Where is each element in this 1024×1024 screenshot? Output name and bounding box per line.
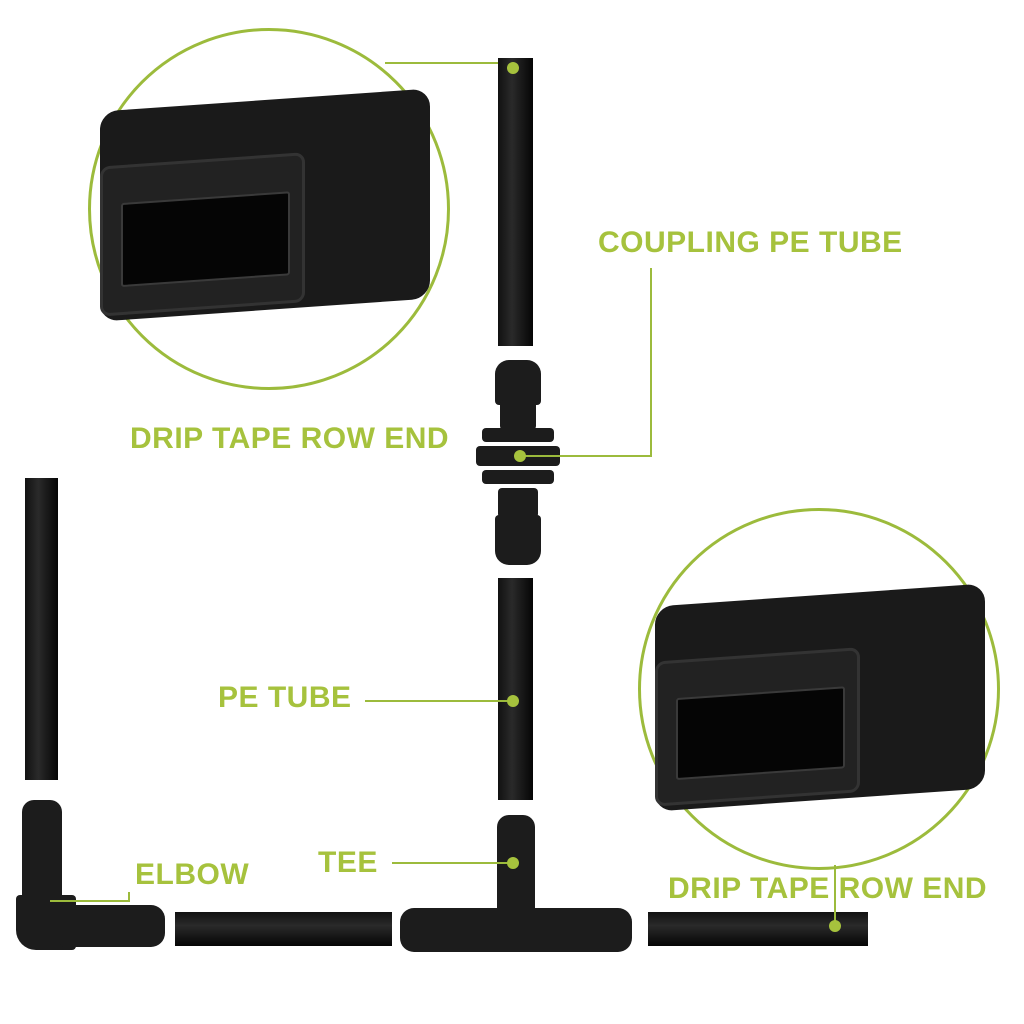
leader-line-elbow <box>50 900 130 902</box>
pe-tube-middle <box>498 578 533 800</box>
label-pe-tube: PE TUBE <box>218 681 352 714</box>
leader-line-row-end-right <box>834 865 836 925</box>
label-elbow: ELBOW <box>135 858 250 891</box>
label-coupling-pe-tube: COUPLING PE TUBE <box>598 226 903 259</box>
leader-line-row-end-left <box>385 62 513 64</box>
leader-dot <box>507 695 519 707</box>
row-end-detail-circle-right <box>638 508 1000 870</box>
label-drip-tape-row-end-left: DRIP TAPE ROW END <box>130 422 450 455</box>
leader-line-tee <box>392 862 512 864</box>
pe-tube-top <box>498 58 533 346</box>
leader-dot <box>829 920 841 932</box>
pe-tube-left <box>25 478 58 780</box>
pe-tube-bottom-left <box>175 912 392 946</box>
leader-dot <box>514 450 526 462</box>
drip-tape-row-end-cap-right <box>655 583 985 812</box>
row-end-detail-circle-left <box>88 28 450 390</box>
leader-dot <box>507 857 519 869</box>
drip-tape-row-end-cap-left <box>100 88 430 322</box>
leader-line-coupling <box>520 455 652 457</box>
label-drip-tape-row-end-right: DRIP TAPE ROW END <box>668 872 988 905</box>
leader-line-elbow-vertical <box>128 892 130 902</box>
leader-line-pe-tube <box>365 700 512 702</box>
label-tee: TEE <box>318 846 378 879</box>
leader-line-coupling-vertical <box>650 268 652 457</box>
leader-dot <box>507 62 519 74</box>
